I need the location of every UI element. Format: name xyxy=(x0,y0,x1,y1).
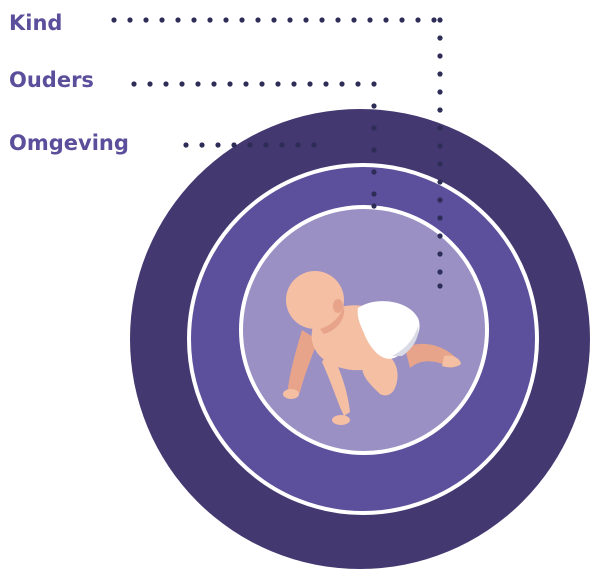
label-ouders: Ouders xyxy=(9,70,94,91)
connector-omgeving xyxy=(183,142,316,147)
label-omgeving: Omgeving xyxy=(9,133,129,154)
label-kind: Kind xyxy=(9,13,62,34)
